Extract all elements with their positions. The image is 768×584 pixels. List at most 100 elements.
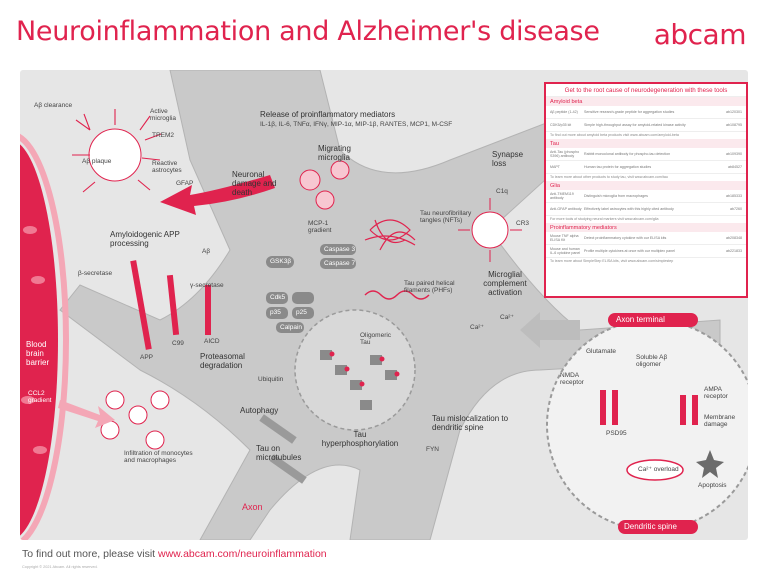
label-oligomeric-tau: Oligomeric Tau [360,332,392,347]
label-proteasomal: Proteasomal degradation [200,352,245,371]
footer-text: To find out more, please visit www.abcam… [22,548,327,560]
red-blood-cell [31,276,45,284]
dendritic-spine-banner [618,520,698,534]
table-cell: Rabbit monoclonal antibody for phospho-t… [584,152,671,156]
label-soluble-ab: Soluble Aβ oligomer [636,354,668,369]
label-tau-on-mt: Tau on microtubules [256,444,302,463]
table-cell: CDK5/p35 kit [550,123,572,127]
table-cell: Detect proinflammatory cytokine with our… [584,236,667,240]
app-rod [130,260,152,350]
label-migrating-microglia: Migrating microglia [318,144,351,163]
label-synapse-loss: Synapse loss [492,150,524,169]
table-header: Get to the root cause of neurodegenerati… [546,84,746,97]
label-neuronal-damage: Neuronal damage and death [232,170,277,198]
migrating-microglia [299,160,350,210]
label-autophagy: Autophagy [240,406,279,415]
label-c1q: C1q [496,188,508,195]
label-infiltration: Infiltration of monocytes and macrophage… [124,450,193,465]
label-c99: C99 [172,340,184,347]
table-cell[interactable]: ab7260 [730,207,742,211]
apoptosis-star [696,450,724,478]
label-caspase7: Caspase 7 [324,260,356,267]
label-ubiquitin: Ubiquitin [258,376,284,383]
label-bbb: Blood brain barrier [26,340,50,368]
label-ca-1: Ca²⁺ [470,324,484,331]
table-cell: MAPT [550,165,560,169]
label-mediators-list: IL-1β, IL-6, TNFα, IFNγ, MIP-1α, MIP-1β,… [260,121,453,128]
label-ca-overload: Ca²⁺ overload [638,466,679,473]
label-tau-hyper: Tau hyperphosphorylation [321,430,399,449]
phospho-markers [329,351,400,387]
table-cell: Profile multiple cytokines at once with … [584,249,675,253]
calcium-influx-arrow [520,312,580,348]
label-ab-plaque: Aβ plaque [82,158,112,165]
ccl2-arrow [58,400,115,428]
label-aicd: AICD [204,338,220,345]
table-cell[interactable]: ab84527 [728,165,742,169]
label-amyloidogenic: Amyloidogenic APP processing [110,230,180,249]
label-ampa: AMPA receptor [704,386,728,401]
red-blood-cell [23,226,37,234]
footer-link[interactable]: www.abcam.com/neuroinflammation [157,548,327,560]
red-blood-cell [21,396,35,404]
table-note[interactable]: To learn more about other products to st… [550,175,668,179]
monocytes [100,390,170,450]
label-fyn: FYN [426,446,439,453]
neurofibrillary-tangle [364,219,416,251]
red-blood-cell [33,446,47,454]
label-p25: p25 [296,309,307,316]
nmda-receptor [600,390,618,425]
table-note[interactable]: To learn more about SimpleStep ELISA kit… [550,259,674,263]
ampa-receptor [680,395,698,425]
table-cell: Aβ peptide (1-42) [550,110,578,114]
label-tau-misloc: Tau mislocalization to dendritic spine [432,414,509,433]
label-ca-2: Ca²⁺ [500,314,514,321]
label-dendritic-spine: Dendritic spine [624,522,677,531]
brand-logo[interactable]: abcam [653,18,747,51]
complement-microglia [458,198,522,262]
table-section-title: Proinflammatory mediators [546,223,746,232]
oligomeric-tau-aggregates [320,350,397,410]
table-cell[interactable]: ab208348 [726,236,742,240]
label-active-microglia: Active microglia [150,108,177,123]
copyright: Copyright © 2021 Abcam. All rights reser… [22,565,98,569]
blood-vessel [20,144,58,536]
table-cell: Human tau protein for aggregation studie… [584,165,652,169]
table-row[interactable]: Aβ peptide (1-42)Sensitive research-grad… [546,106,746,119]
table-cell[interactable]: ab221833 [726,249,742,253]
table-cell[interactable]: ab108795 [726,123,742,127]
table-cell[interactable]: ab120301 [726,110,742,114]
table-cell[interactable]: ab185333 [726,194,742,198]
table-cell: Mouse and human IL-6 cytokine panel [550,247,581,255]
cdk5-complex [266,292,314,333]
table-note[interactable]: For more tools of studying neural marker… [550,217,659,221]
table-row[interactable]: Anti-TMEM119 antibody Distinguish microgl… [546,190,746,203]
table-cell: Simple high-throughput assay for amyloid… [584,123,686,127]
diagram-artwork [20,70,748,540]
label-apoptosis: Apoptosis [698,482,727,489]
label-ccl2: CCL2 gradient [28,390,52,405]
label-calpain: Calpain [280,324,303,331]
table-row[interactable]: CDK5/p35 kit Simple high-throughput assay… [546,119,746,132]
table-cell: Distinguish microglia from macrophages [584,194,648,198]
table-section-title: Tau [546,139,746,148]
paired-helical-filament [364,290,430,300]
label-beta-secretase: β-secretase [78,270,113,277]
table-cell[interactable]: ab109390 [726,152,742,156]
label-glutamate: Glutamate [586,348,616,355]
table-section-title: Amyloid beta [546,97,746,106]
gsk3b-box [266,256,294,268]
neuronal-damage-arrow [160,175,275,215]
label-phf: Tau paired helical filaments (PHFs) [404,280,455,295]
label-gfap: GFAP [176,180,194,187]
mitochondrion [626,459,684,481]
table-note[interactable]: To find out more about amyloid beta prod… [550,133,679,137]
table-cell: Anti-TMEM119 antibody [550,192,574,200]
c99-rod [166,274,180,336]
table-row[interactable]: MAPT Human tau protein for aggregation st… [546,161,746,174]
